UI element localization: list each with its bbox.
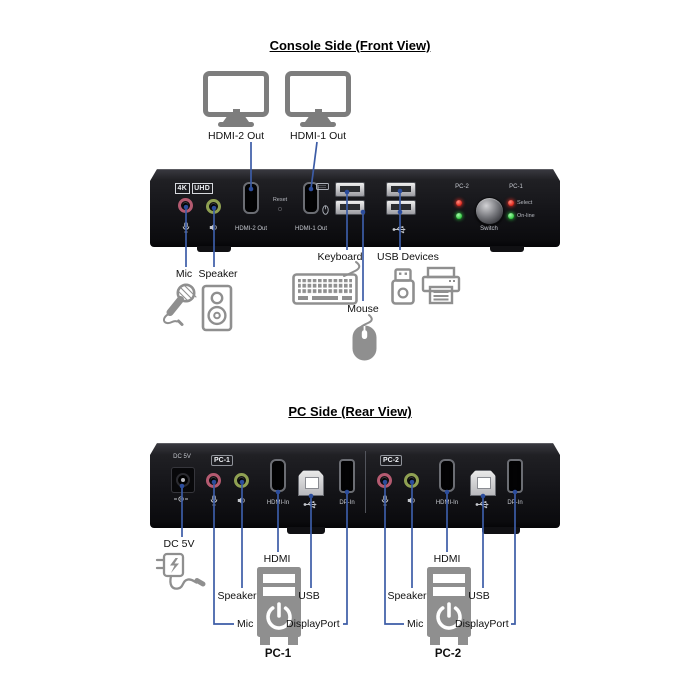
pc1-hdmi-in-label: HDMI-In	[266, 500, 290, 506]
speaker-icon	[201, 284, 233, 332]
monitor-hdmi2-label: HDMI-2 Out	[207, 130, 264, 142]
mic-label: Mic	[175, 268, 193, 280]
mic-icon	[162, 283, 197, 326]
monitor-icon	[203, 71, 269, 127]
select-led-label: Select	[517, 200, 533, 206]
printer-icon	[421, 266, 461, 305]
pc1-tower-label: PC-1	[264, 648, 292, 660]
pc1-usb-cable-label: USB	[298, 590, 320, 602]
pc2-hdmi-cable-label: HDMI	[433, 553, 461, 565]
monitor-hdmi1-label: HDMI-1 Out	[289, 130, 346, 142]
pc2-tower-label: PC-2	[434, 648, 462, 660]
usb-port-device2	[386, 200, 416, 215]
usb-port-device1	[386, 182, 416, 197]
pc1-speaker-cable-label: Speaker	[217, 590, 257, 602]
speaker-jack	[206, 199, 221, 214]
speaker-label: Speaker	[198, 268, 238, 280]
mic-jack-glyph	[381, 495, 389, 506]
rear-panel-foot	[287, 527, 325, 534]
pc2-usb-cable-label: USB	[468, 590, 490, 602]
pc2-displayport-cable-label: DisplayPort	[455, 618, 509, 630]
usb-port-keyboard	[335, 182, 365, 197]
hdmi2-out-port-label: HDMI-2 Out	[234, 226, 267, 232]
pc-tower-icon	[257, 567, 301, 645]
pc1-usb-b-port	[298, 470, 324, 496]
usb-port-mouse	[335, 200, 365, 215]
switch-button-label: Switch	[480, 226, 498, 232]
pc2-dp-in-port	[507, 459, 523, 493]
mic-jack	[178, 198, 193, 213]
pc2-usb-b-port	[470, 470, 496, 496]
pc2-indicator-label: PC-2	[455, 184, 469, 190]
pc1-select-led	[508, 200, 514, 206]
pc2-hdmi-in-port	[439, 459, 455, 492]
badge-uhd: UHD	[192, 183, 213, 194]
monitor-icon	[285, 71, 351, 127]
pc-tower-icon	[427, 567, 471, 645]
pc1-hdmi-in-port	[270, 459, 286, 492]
hdmi2-out-port	[243, 182, 259, 214]
pc1-dp-in-port	[339, 459, 355, 493]
pc2-online-led	[456, 213, 462, 219]
panel-divider	[365, 451, 366, 513]
badge-4k: 4K	[175, 183, 190, 194]
speaker-jack-glyph	[407, 496, 416, 505]
dc-port-label: DC 5V	[173, 454, 191, 460]
front-panel-foot	[197, 246, 231, 252]
mouse-print-glyph	[322, 205, 329, 215]
pc2-select-led	[456, 200, 462, 206]
keyboard-print-glyph	[316, 183, 329, 190]
pc1-mic-jack	[206, 473, 221, 488]
mouse-icon	[352, 325, 377, 361]
online-led-label: On-line	[517, 213, 535, 219]
pc1-displayport-cable-label: DisplayPort	[286, 618, 340, 630]
speaker-jack-glyph	[209, 223, 218, 232]
usb-flash-drive-icon	[391, 268, 415, 305]
rear-pc2-label: PC-2	[380, 455, 402, 466]
pc2-mic-cable-label: Mic	[407, 618, 424, 630]
pc1-mic-cable-label: Mic	[237, 618, 254, 630]
reset-label: Reset	[272, 197, 288, 203]
hdmi1-out-port-label: HDMI-1 Out	[294, 226, 327, 232]
pc2-dp-in-label: DP-In	[507, 500, 523, 506]
pc2-speaker-jack	[404, 473, 419, 488]
pc2-mic-jack	[377, 473, 392, 488]
pc2-speaker-cable-label: Speaker	[387, 590, 427, 602]
switch-button	[475, 197, 504, 225]
pc1-speaker-jack	[234, 473, 249, 488]
mic-jack-glyph	[210, 495, 218, 506]
pc1-online-led	[508, 213, 514, 219]
pc1-dp-in-label: DP-In	[339, 500, 355, 506]
speaker-jack-glyph	[237, 496, 246, 505]
dc-power-jack	[171, 467, 195, 493]
rear-section-title: PC Side (Rear View)	[288, 404, 412, 419]
usb-devices-label: USB Devices	[377, 251, 439, 263]
mouse-label: Mouse	[347, 303, 379, 315]
keyboard-icon	[292, 273, 358, 305]
mic-jack-glyph	[182, 222, 190, 233]
power-adapter-icon	[155, 552, 206, 590]
rear-pc1-label: PC-1	[211, 455, 233, 466]
pc2-hdmi-in-label: HDMI-In	[435, 500, 459, 506]
rear-panel: DC 5V PC-1 HDMI-In DP-I	[150, 443, 560, 528]
front-section-title: Console Side (Front View)	[269, 38, 431, 53]
front-panel-foot	[490, 246, 524, 252]
polarity-glyph	[173, 495, 189, 503]
keyboard-label: Keyboard	[317, 251, 363, 263]
rear-panel-foot	[482, 527, 520, 534]
pc1-indicator-label: PC-1	[509, 184, 523, 190]
usb-trident-icon	[392, 225, 408, 234]
pc1-hdmi-cable-label: HDMI	[263, 553, 291, 565]
dc5v-label: DC 5V	[163, 538, 195, 550]
reset-hole	[278, 207, 282, 211]
